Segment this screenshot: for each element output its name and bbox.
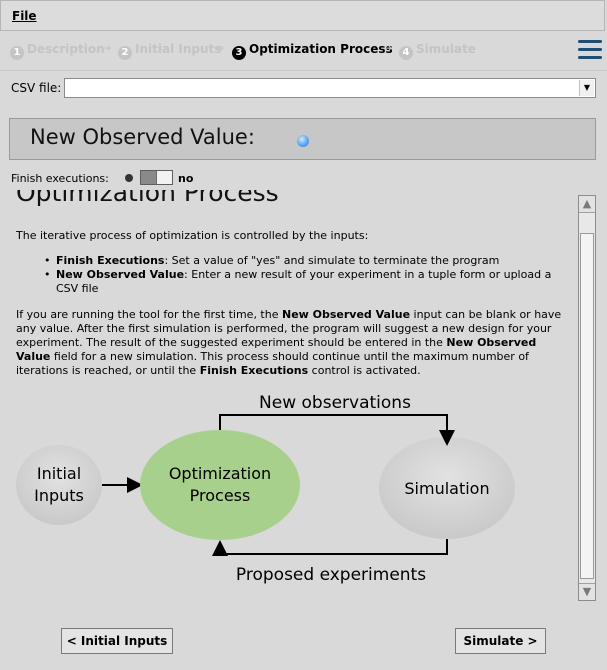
- optimization-process-node: [140, 430, 300, 540]
- step-number: 2: [118, 46, 132, 60]
- explanation-paragraph: If you are running the tool for the firs…: [16, 308, 562, 377]
- new-observed-value-title: New Observed Value:: [30, 125, 255, 149]
- arrow-proposed-experiments: [212, 539, 448, 556]
- step-number: 3: [232, 46, 246, 60]
- simulate-button[interactable]: Simulate >: [455, 628, 546, 654]
- csv-file-select[interactable]: ▼: [64, 78, 596, 98]
- description-content: Optimization Process The iterative proce…: [0, 190, 575, 612]
- observed-value-indicator-icon[interactable]: [297, 135, 309, 147]
- hamburger-menu-icon[interactable]: [578, 40, 602, 60]
- step-label: Optimization Process: [249, 42, 393, 56]
- initial-inputs-label-line2: Inputs: [34, 486, 84, 505]
- step-arrow-icon: →: [382, 41, 393, 55]
- list-item: New Observed Value: Enter a new result o…: [44, 268, 566, 296]
- step-label: Description: [27, 42, 105, 56]
- bullet-term: New Observed Value: [56, 268, 185, 281]
- step-number: 4: [399, 46, 413, 60]
- simulation-label: Simulation: [404, 479, 489, 498]
- initial-inputs-node: [16, 445, 102, 525]
- bullet-text: : Set a value of "yes" and simulate to t…: [164, 254, 500, 267]
- arrow-new-observations: [219, 414, 455, 446]
- content-scrollbar[interactable]: ▲ ▼: [578, 195, 596, 601]
- step-arrow-icon: →: [214, 41, 225, 55]
- new-observations-label: New observations: [259, 393, 411, 413]
- bullet-term: Finish Executions: [56, 254, 165, 267]
- scroll-thumb[interactable]: [580, 233, 594, 579]
- bullet-text: : Enter a new result of your experiment …: [56, 268, 552, 295]
- menu-bar: File: [0, 0, 605, 31]
- optimization-flow-diagram: Initial Inputs Optimization Process Simu…: [16, 393, 515, 585]
- step-arrow-icon: →: [101, 41, 112, 55]
- finish-executions-toggle[interactable]: [140, 170, 173, 185]
- csv-file-label: CSV file:: [11, 81, 62, 95]
- intro-text: The iterative process of optimization is…: [16, 229, 369, 242]
- initial-inputs-label-line1: Initial: [37, 464, 81, 483]
- step-label: Initial Inputs: [135, 42, 222, 56]
- chevron-down-icon[interactable]: ▼: [579, 80, 594, 96]
- scroll-up-icon[interactable]: ▲: [579, 196, 595, 213]
- step-number: 1: [10, 46, 24, 60]
- list-item: Finish Executions: Set a value of "yes" …: [44, 254, 566, 268]
- simulation-node: [379, 437, 515, 539]
- finish-executions-label: Finish executions:: [11, 172, 109, 185]
- new-observed-value-panel: New Observed Value:: [9, 118, 596, 160]
- optimization-process-label-line2: Process: [190, 486, 251, 505]
- proposed-experiments-label: Proposed experiments: [236, 565, 426, 585]
- divider: [0, 70, 607, 71]
- step-label: Simulate: [416, 42, 476, 56]
- toggle-indicator-icon: [125, 174, 133, 182]
- finish-executions-value: no: [178, 172, 194, 185]
- file-menu[interactable]: File: [12, 9, 37, 23]
- content-heading: Optimization Process: [16, 190, 279, 207]
- back-initial-inputs-button[interactable]: < Initial Inputs: [61, 628, 173, 654]
- scroll-down-icon[interactable]: ▼: [579, 583, 595, 600]
- optimization-process-label-line1: Optimization: [169, 464, 271, 483]
